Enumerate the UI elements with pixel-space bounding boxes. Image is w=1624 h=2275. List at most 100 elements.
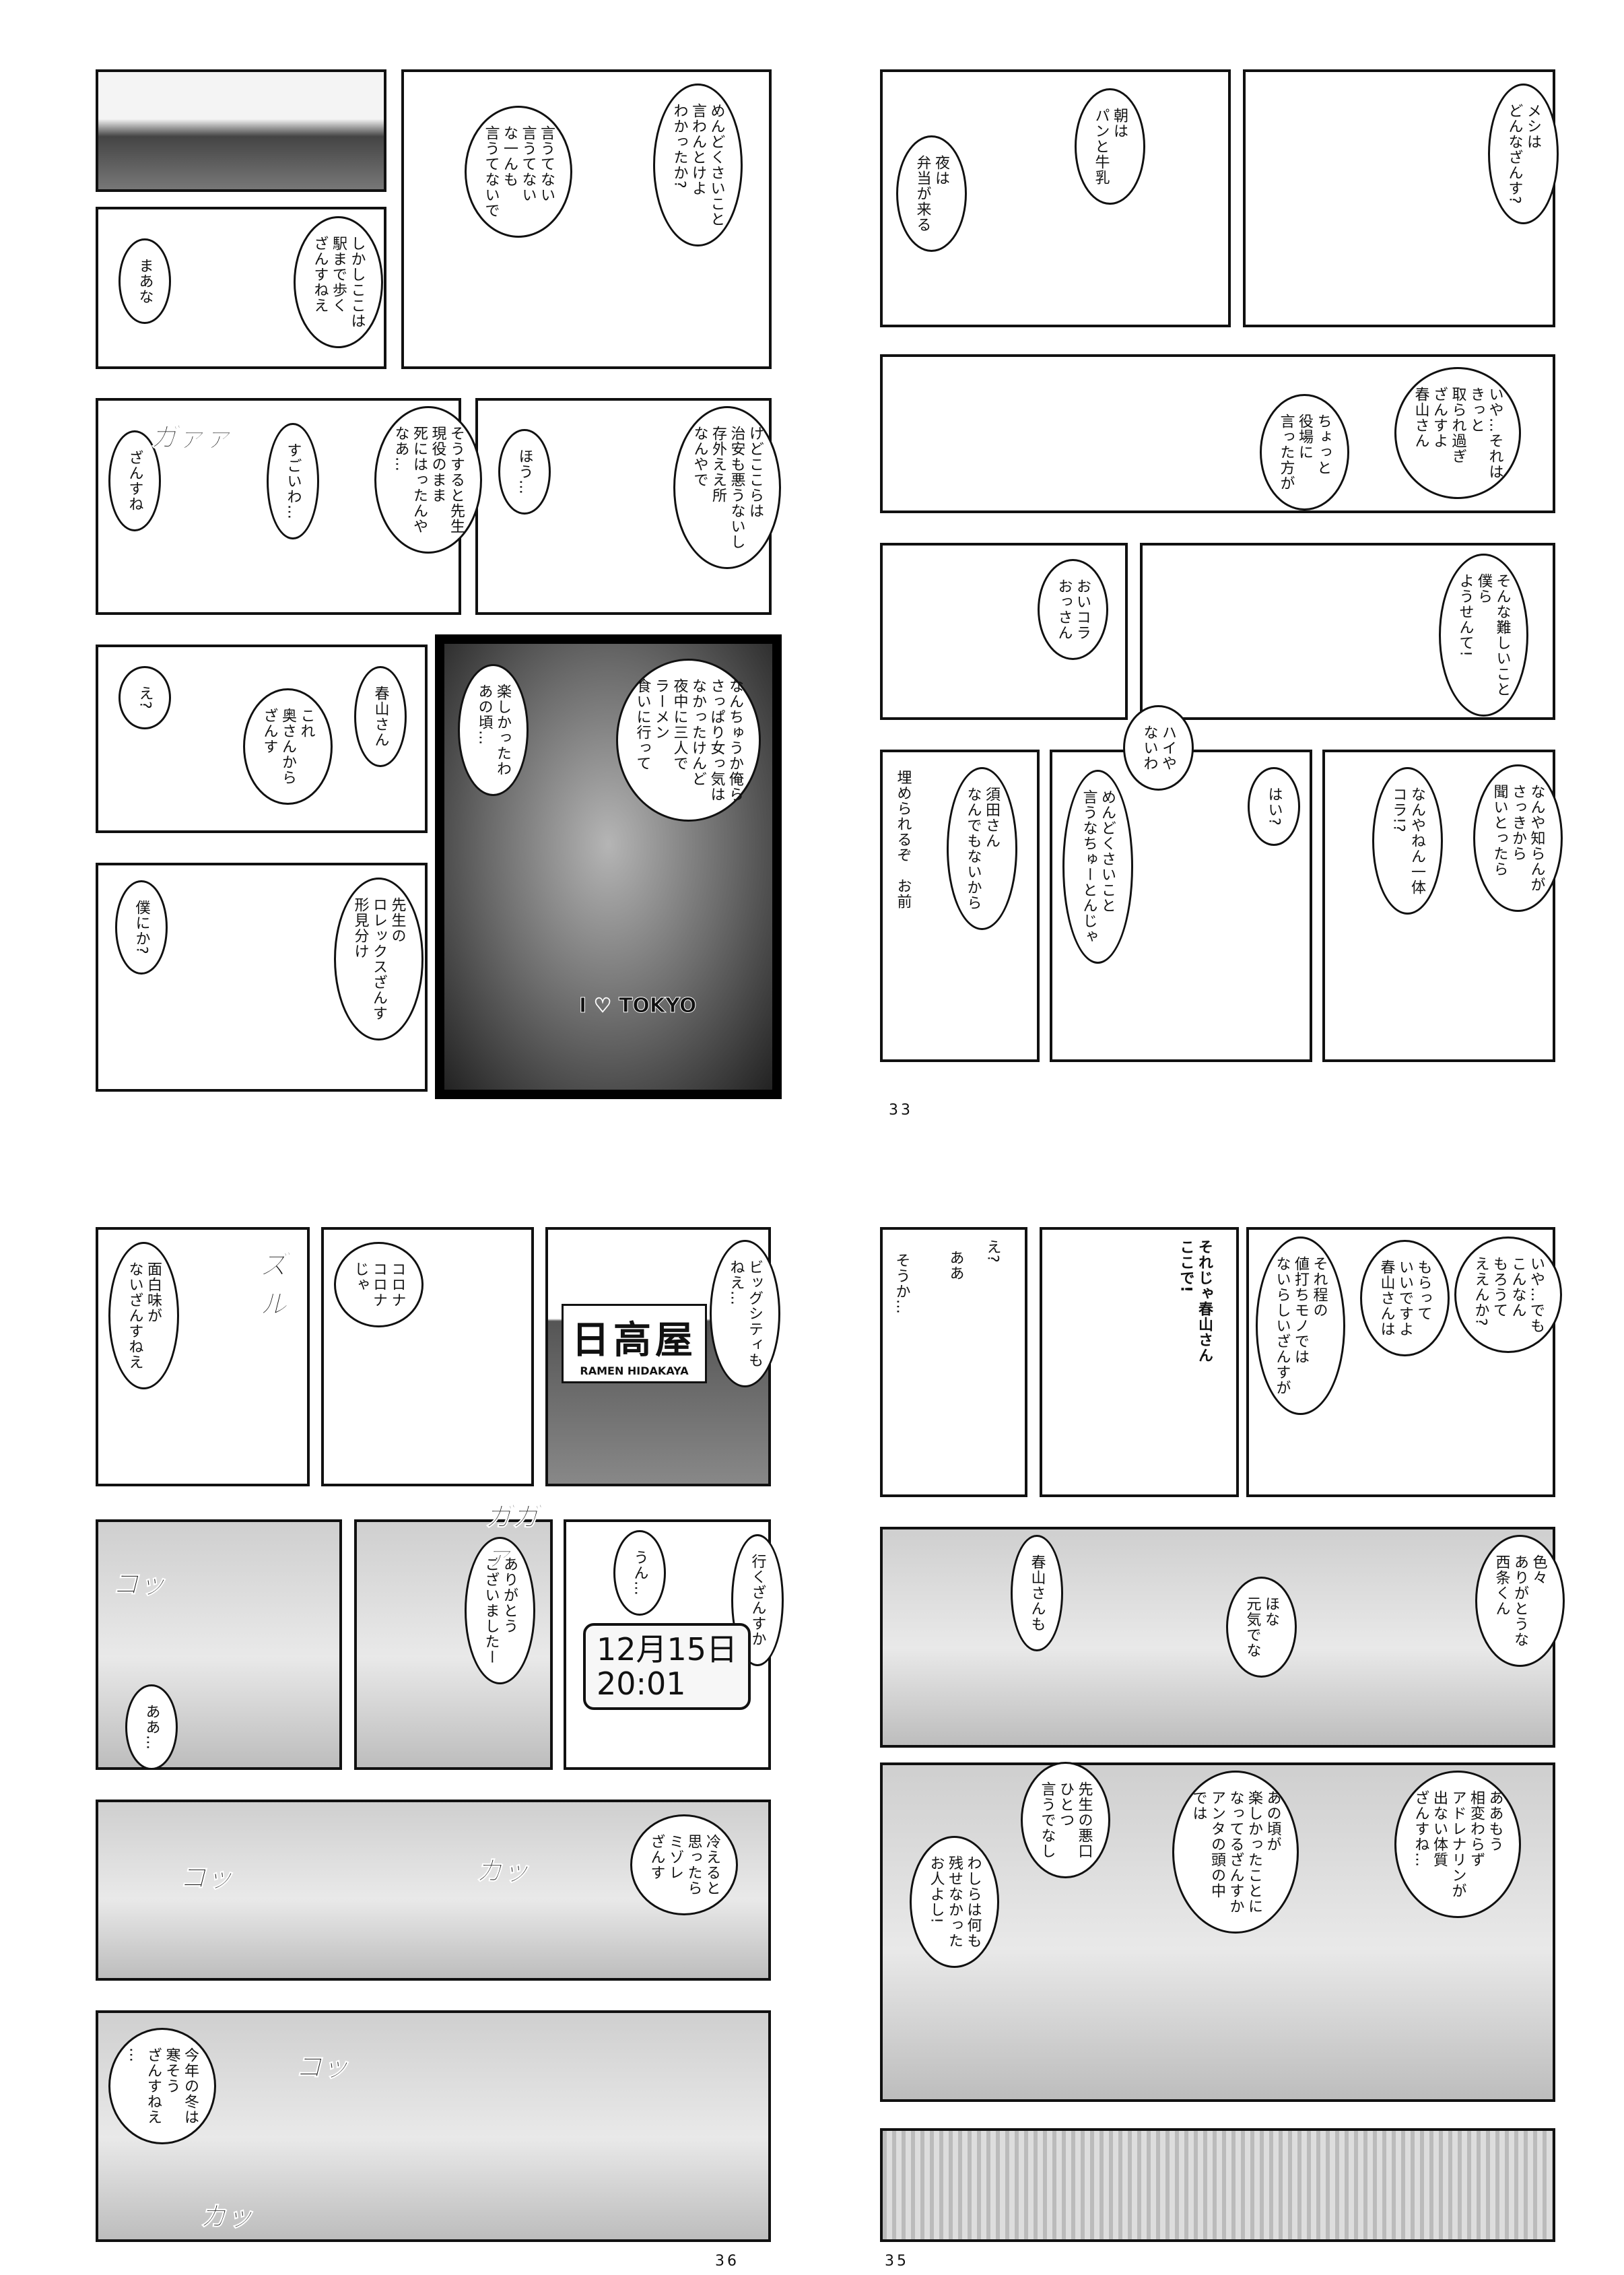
speech-bubble: わしらは何も 残せなかった お人よし! [910,1836,999,1968]
comic-panel-tl8: なんちゅうか俺ら さっぱり女っ気は なかったけんど 夜中に三人で ラーメン 食い… [435,634,782,1099]
dialogue-text: え? [984,1239,1001,1263]
speech-bubble: 今年の冬は 寒そう ざんすねえ … [108,2028,216,2144]
comic-panel-tr2: メシは どんなざんす? [1243,69,1559,327]
sound-effect: カッ [199,2202,254,2233]
dialogue-text: ああ [947,1250,964,1281]
sound-effect: ガァァ [150,422,232,454]
speech-bubble: それ程の 値打ちモノでは ないらしいざんすが [1256,1237,1345,1415]
comic-panel-tl2: めんどくさいこと 言わんとけよ わかったか? 言うてない 言うてない な一んも 言… [401,69,772,369]
sound-effect: ガガァ [485,1502,539,1573]
phone-date: 12月15日 [597,1631,738,1668]
speech-bubble: なんちゅうか俺ら さっぱり女っ気は なかったけんど 夜中に三人で ラーメン 食い… [616,659,761,822]
shop-sign-name: 日高屋 [572,1319,697,1362]
speech-bubble: 夜は 弁当が来る [896,135,967,252]
dialogue-text: そうか… [893,1253,910,1315]
speech-bubble: 朝は パンと牛乳 [1075,88,1145,205]
comic-panel-tl7: 先生の ロレックスざんす 形見分け 僕にか? [96,863,428,1092]
speech-bubble: 僕にか? [115,880,168,975]
speech-bubble: そんな難しいこと 僕ら ようせんて! [1439,554,1528,717]
comic-panel-tl1 [96,69,386,192]
page-number-35: 35 [885,2253,909,2270]
speech-bubble: ありがとう ございましたー [465,1537,535,1684]
sound-effect: コッ [295,2052,349,2084]
speech-bubble: すごいわ… [267,423,319,539]
speech-bubble: ハイや ないわ [1123,705,1194,791]
speech-bubble: 面白味が ないざんすねえ [108,1242,179,1389]
comic-panel-bl2: コロナ コロナ じゃ [321,1227,534,1486]
speech-bubble: もらって いいですよ 春山さんは [1360,1240,1450,1356]
dialogue-text: 埋められるぞ お前 [894,770,912,909]
speech-bubble: 須田さん なんでもないから [947,767,1017,930]
comic-panel-tr7: はい? ハイや ないわめんどくさいこと 言うなちゅーとんじゃ [1050,705,1312,1062]
speech-bubble: 春山さんも [1011,1535,1063,1651]
speech-bubble: はい? [1248,767,1300,846]
speech-bubble: 春山さん [354,666,407,767]
speech-bubble: いや…でも こんなん もろうて ええんか? [1454,1237,1562,1353]
speech-bubble: けどここらは 治安も悪うないし 存外ええ所 なんやで [673,406,781,569]
comic-panel-br6 [880,2128,1555,2242]
speech-bubble: ほう… [498,429,551,515]
speech-bubble: なんやねん一体 コラ!? [1372,767,1443,915]
speech-bubble: 冷えると 思ったら ミゾレ ざんす [630,1814,738,1915]
comic-panel-br2: それじゃ春山さん ここで! [1040,1227,1239,1497]
comic-panel-tr5: そんな難しいこと 僕ら ようせんて! [1140,543,1555,720]
speech-bubble: え? [119,666,171,729]
page-number-33: 33 [889,1102,913,1119]
speech-bubble: 色々 ありがとうな 西条くん [1475,1535,1565,1667]
speech-bubble: めんどくさいこと 言わんとけよ わかったか? [653,84,743,246]
speech-bubble: いや…それは きっと 取られ過ぎ ざんすよ 春山さん [1394,367,1521,499]
dialogue-text: それじゃ春山さん ここで! [1177,1239,1213,1363]
speech-bubble: そうすると先生 現役のまま 死にはったんや なあ… [374,406,482,554]
speech-bubble: ああもう 相変わらず アドレナリンが 出ない体質 ざんすね… [1394,1771,1521,1918]
speech-bubble: ほな 元気でな [1226,1577,1297,1678]
comic-panel-tl3: しかしここは 駅まで歩く ざんすねえ まあな [96,207,386,369]
comic-panel-br5: ああもう 相変わらず アドレナリンが 出ない体質 ざんすね… あの頃が 楽しかった… [880,1762,1555,2102]
speech-bubble: うん… [613,1530,666,1616]
speech-bubble: めんどくさいこと 言うなちゅーとんじゃ [1062,770,1133,964]
comic-panel-tr4: おいコラ おっさん [880,543,1128,720]
comic-panel-tl4: そうすると先生 現役のまま 死にはったんや なあ… すごいわ… ざんすねガァァ [96,398,482,615]
comic-panel-tr1: 朝は パンと牛乳 夜は 弁当が来る [880,69,1231,327]
comic-panel-tl6: 春山さんこれ 奥さんから ざんす え? [96,645,428,833]
page-number-36: 36 [715,2253,739,2270]
sound-effect: カッ [475,1856,530,1888]
speech-bubble: 楽しかったわ あの頃… [458,664,529,796]
speech-bubble: まあな [119,238,171,324]
sound-effect: コッ [112,1569,166,1601]
comic-panel-bl5: ありがとう ございましたーガガァ [354,1502,553,1770]
comic-panel-tl5: けどここらは 治安も悪うないし 存外ええ所 なんやで ほう… [475,398,781,615]
comic-panel-bl1: 面白味が ないざんすねえ ズル [96,1227,310,1486]
speech-bubble: ああ… [125,1684,178,1770]
speech-bubble: ちょっと 役場に 言った方が [1260,394,1349,510]
speech-bubble: しかしここは 駅まで歩く ざんすねえ [294,216,383,348]
speech-bubble: 先生の ロレックスざんす 形見分け [334,878,424,1041]
speech-bubble: これ 奥さんから ざんす [243,688,333,805]
comic-panel-tr8: なんや知らんが さっきから 聞いとったらなんやねん一体 コラ!? [1322,750,1563,1062]
phone-time: 20:01 [597,1665,686,1702]
comic-panel-bl8: 今年の冬は 寒そう ざんすねえ … コッカッ [96,2010,771,2242]
speech-bubble: 言うてない 言うてない な一んも 言うてないで [465,106,572,238]
speech-bubble: メシは どんなざんす? [1488,84,1559,224]
speech-bubble: なんや知らんが さっきから 聞いとったら [1473,764,1563,912]
comic-panel-br1: え? ああ そうか… [880,1227,1027,1497]
speech-bubble: ビッグシティも ねえ… [710,1240,780,1387]
comic-panel-br3: いや…でも こんなん もろうて ええんか?もらって いいですよ 春山さんはそれ程… [1246,1227,1562,1497]
comic-panel-bl7: 冷えると 思ったら ミゾレ ざんす コッ カッ [96,1800,771,1981]
speech-bubble: コロナ コロナ じゃ [334,1242,424,1327]
shop-sign: 日高屋 RAMEN HIDAKAYA [562,1304,707,1383]
comic-panel-tr3: いや…それは きっと 取られ過ぎ ざんすよ 春山さんちょっと 役場に 言った方が [880,354,1555,513]
comic-panel-bl4: コッああ… [96,1519,342,1770]
speech-bubble: 先生の悪口 ひとつ 言うでなし [1021,1762,1110,1878]
speech-bubble: ざんすね [108,430,161,531]
speech-bubble: おいコラ おっさん [1038,559,1108,660]
speech-bubble: あの頃が 楽しかったことに なってるざんすか アンタの頭の中 では [1172,1771,1299,1934]
shirt-text: I ♡ TOKYO [578,994,697,1018]
shop-sign-subtitle: RAMEN HIDAKAYA [580,1364,689,1377]
sound-effect: ズル [260,1250,287,1321]
comic-panel-bl3: ビッグシティも ねえ… 日高屋 RAMEN HIDAKAYA [545,1227,780,1486]
comic-panel-br4: 色々 ありがとうな 西条くん ほな 元気でな 春山さんも [880,1527,1565,1748]
sound-effect: コッ [179,1863,234,1894]
comic-panel-tr6: 須田さん なんでもないから 埋められるぞ お前 [880,750,1040,1062]
